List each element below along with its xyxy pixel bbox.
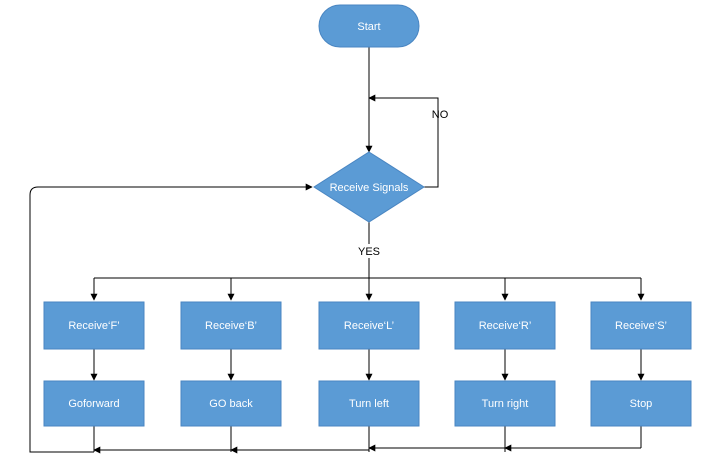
yes-label-bg	[356, 244, 382, 258]
decision-node: Receive Signals	[313, 151, 425, 223]
receive-r-label: Receive‘R’	[479, 320, 532, 332]
stop-node: Stop	[590, 380, 692, 427]
receive-b-label: Receive‘B’	[205, 320, 257, 332]
connectors	[29, 47, 645, 454]
turn-right-node: Turn right	[454, 380, 556, 427]
receive-s-node: Receive‘S’	[590, 301, 692, 350]
go-forward-label: Goforward	[68, 398, 119, 410]
go-back-node: GO back	[180, 380, 282, 427]
receive-f-label: Receive‘F’	[68, 320, 119, 332]
turn-right-label: Turn right	[482, 398, 529, 410]
receive-l-label: Receive‘L’	[344, 320, 394, 332]
start-node: Start	[318, 4, 420, 48]
stop-label: Stop	[630, 398, 653, 410]
go-back-label: GO back	[209, 398, 253, 410]
receive-l-node: Receive‘L’	[318, 301, 420, 350]
receive-r-node: Receive‘R’	[454, 301, 556, 350]
receive-f-node: Receive‘F’	[43, 301, 145, 350]
turn-left-label: Turn left	[349, 398, 389, 410]
go-forward-node: Goforward	[43, 380, 145, 427]
receive-b-node: Receive‘B’	[180, 301, 282, 350]
receive-s-label: Receive‘S’	[615, 320, 667, 332]
yes-label: YES	[358, 246, 380, 258]
edge-no-loop	[368, 94, 439, 188]
turn-left-node: Turn left	[318, 380, 420, 427]
edge-return-to-decision	[29, 183, 313, 453]
start-node-label: Start	[357, 21, 380, 33]
decision-node-label: Receive Signals	[330, 182, 409, 194]
no-label: NO	[432, 109, 449, 121]
